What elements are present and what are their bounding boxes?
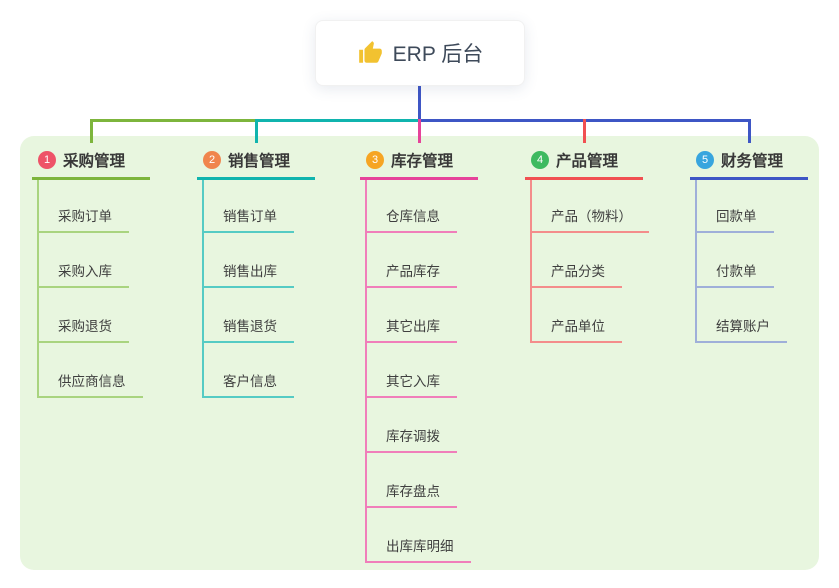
branch-4-header[interactable]: 4 产品管理 [525, 146, 643, 177]
branch-3-underline [360, 177, 478, 180]
branch-drop-1 [89, 119, 93, 143]
node-item[interactable]: 库存调拨 [365, 421, 457, 453]
branch-5-trunk-line [695, 180, 697, 343]
branch-3-title: 库存管理 [391, 153, 454, 170]
node-item[interactable]: 销售出库 [202, 256, 294, 288]
branches-panel [20, 136, 819, 570]
node-item[interactable]: 结算账户 [695, 311, 787, 343]
branch-1-index-badge: 1 [38, 151, 56, 169]
branch-4-trunk-line [530, 180, 532, 343]
branch-3-trunk-line [365, 180, 367, 563]
branch-3-header[interactable]: 3 库存管理 [360, 146, 478, 177]
node-item[interactable]: 产品单位 [530, 311, 622, 343]
node-item[interactable]: 产品分类 [530, 256, 622, 288]
branch-drop-2 [254, 119, 258, 143]
branch-4-index-badge: 4 [531, 151, 549, 169]
branch-1-title: 采购管理 [63, 153, 126, 170]
node-item[interactable]: 销售退货 [202, 311, 294, 343]
branch-drop-3 [417, 119, 421, 143]
branch-5-index-badge: 5 [696, 151, 714, 169]
node-item[interactable]: 出库库明细 [365, 531, 471, 563]
node-item[interactable]: 采购入库 [37, 256, 129, 288]
node-item[interactable]: 其它入库 [365, 366, 457, 398]
node-item[interactable]: 回款单 [695, 201, 774, 233]
node-item[interactable]: 仓库信息 [365, 201, 457, 233]
branch-5-underline [690, 177, 808, 180]
root-connector [417, 84, 421, 119]
node-item[interactable]: 销售订单 [202, 201, 294, 233]
root-title: ERP 后台 [392, 43, 484, 66]
branch-bus-2 [254, 119, 421, 122]
branch-4-underline [525, 177, 643, 180]
node-item[interactable]: 其它出库 [365, 311, 457, 343]
branch-drop-5 [747, 119, 751, 143]
node-item[interactable]: 供应商信息 [37, 366, 143, 398]
node-item[interactable]: 库存盘点 [365, 476, 457, 508]
branch-2-trunk-line [202, 180, 204, 398]
branch-1-header[interactable]: 1 采购管理 [32, 146, 150, 177]
branch-drop-4 [582, 119, 586, 143]
node-item[interactable]: 付款单 [695, 256, 774, 288]
branch-3-index-badge: 3 [366, 151, 384, 169]
root-node[interactable]: ERP 后台 [315, 20, 525, 86]
branch-2-header[interactable]: 2 销售管理 [197, 146, 315, 177]
node-item[interactable]: 客户信息 [202, 366, 294, 398]
branch-2-title: 销售管理 [228, 153, 291, 170]
node-item[interactable]: 产品（物料） [530, 201, 649, 233]
node-item[interactable]: 采购退货 [37, 311, 129, 343]
branch-5-title: 财务管理 [721, 153, 784, 170]
branch-1-underline [32, 177, 150, 180]
branch-4-title: 产品管理 [556, 153, 619, 170]
node-item[interactable]: 采购订单 [37, 201, 129, 233]
thumbs-up-icon [357, 40, 383, 66]
node-item[interactable]: 产品库存 [365, 256, 457, 288]
branch-5-header[interactable]: 5 财务管理 [690, 146, 808, 177]
branch-2-index-badge: 2 [203, 151, 221, 169]
branch-2-underline [197, 177, 315, 180]
branch-1-trunk-line [37, 180, 39, 398]
